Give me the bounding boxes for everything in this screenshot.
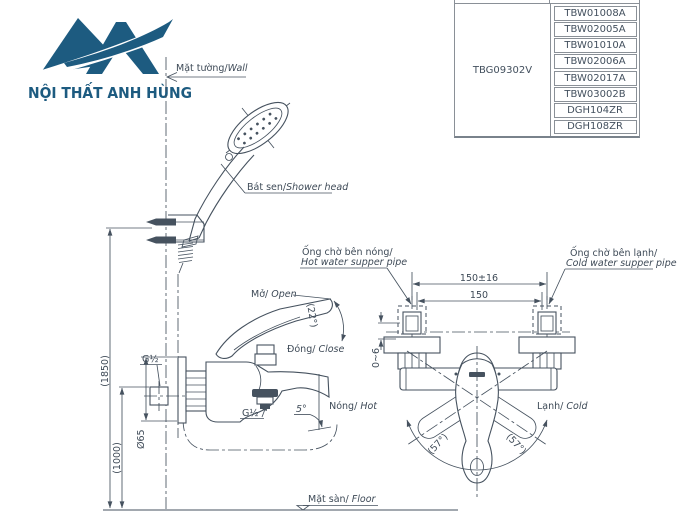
svg-text:Cold water supper pipe: Cold water supper pipe bbox=[566, 258, 677, 269]
spout-angle-5: 5° bbox=[294, 374, 332, 432]
shower-handle bbox=[188, 146, 245, 242]
faucet-side-view bbox=[177, 298, 333, 424]
product-code-cell: TBW02017A bbox=[553, 70, 637, 86]
product-code-cell: TBW02006A bbox=[553, 54, 637, 70]
cold-label: Lạnh/ Cold bbox=[537, 401, 588, 412]
lever-handle-side bbox=[215, 298, 333, 359]
operating-envelope bbox=[182, 417, 338, 451]
anchor-screw bbox=[146, 236, 176, 244]
company-logo: NỘI THẤT ANH HÙNG bbox=[28, 18, 192, 102]
wall-supply-fitting: G½ bbox=[140, 354, 186, 411]
shower-head-group bbox=[188, 101, 291, 242]
hot-supply-pipe bbox=[397, 305, 427, 335]
svg-text:Ống chờ bên nóng/: Ống chờ bên nóng/ bbox=[302, 245, 393, 258]
height-total-label: (1850) bbox=[100, 355, 111, 387]
escutcheon-flange bbox=[177, 356, 187, 424]
faucet-front-view bbox=[383, 336, 576, 497]
swing-left-label: (57°) bbox=[426, 432, 451, 457]
front-view: (57°) (57°) Nóng/ Hot Lạnh/ Cold Ống chờ… bbox=[300, 245, 677, 497]
shower-hose bbox=[177, 235, 199, 438]
svg-text:Bát sen/Shower head: Bát sen/Shower head bbox=[247, 182, 349, 193]
dim-150: 150 bbox=[416, 290, 543, 310]
shower-head-label: Bát sen/Shower head bbox=[220, 163, 349, 194]
span-label: 150 bbox=[470, 290, 488, 301]
svg-text:G½: G½ bbox=[242, 408, 259, 419]
open-label: Mở/ Open bbox=[251, 289, 297, 300]
flange-dia-label: Ø65 bbox=[136, 429, 147, 449]
main-code-cell: TBG09302V bbox=[455, 4, 551, 137]
svg-text:Hot water supper pipe: Hot water supper pipe bbox=[301, 257, 407, 268]
table-partial-row bbox=[454, 0, 640, 3]
cold-supply-pipe bbox=[532, 305, 562, 335]
dim-o65: Ø65 bbox=[136, 356, 177, 449]
cold-pipe-label: Ống chờ bên lạnh/ Cold water supper pipe bbox=[548, 246, 677, 305]
span-tol-label: 150±16 bbox=[460, 273, 498, 284]
svg-text:Ống chờ bên lạnh/: Ống chờ bên lạnh/ bbox=[570, 246, 658, 259]
dim-1850: (1850) bbox=[100, 227, 152, 509]
shower-outlet bbox=[252, 389, 278, 397]
product-code-cell: DGH108ZR bbox=[553, 119, 637, 135]
hot-label: Nóng/ Hot bbox=[329, 401, 378, 412]
height-faucet-label: (1000) bbox=[112, 442, 123, 474]
spray-nozzles bbox=[237, 112, 278, 145]
spout-angle-label: 5° bbox=[296, 404, 307, 415]
wall-connector bbox=[185, 370, 207, 412]
code-list: TBW01008A TBW02005A TBW01010A TBW02006A … bbox=[551, 4, 639, 136]
product-code-cell: TBW02005A bbox=[553, 21, 637, 37]
brand-name: NỘI THẤT ANH HÙNG bbox=[28, 81, 192, 102]
floor-line: Mặt sàn/ Floor bbox=[103, 494, 458, 511]
wall-label-en: Wall bbox=[228, 63, 248, 74]
wall-label: Mặt tường/Wall bbox=[165, 63, 248, 82]
dim-1000: (1000) bbox=[112, 386, 149, 509]
svg-text:Mặt tường/Wall: Mặt tường/Wall bbox=[176, 63, 248, 74]
level-symbol bbox=[295, 505, 311, 511]
open-angle-label: (22°) bbox=[304, 303, 319, 329]
g-half-outlet-label: G½ bbox=[240, 403, 268, 419]
product-code-cell: DGH104ZR bbox=[553, 103, 637, 119]
product-code-cell: TBW01008A bbox=[553, 5, 637, 21]
product-code-cell: TBW01010A bbox=[553, 38, 637, 54]
wall-label-vi: Mặt tường/ bbox=[176, 63, 228, 74]
logo-mark bbox=[32, 18, 173, 79]
wall-gap-label: 0~6 bbox=[371, 348, 382, 368]
wall-bracket bbox=[146, 214, 205, 244]
dim-150-16: 150±16 bbox=[411, 272, 548, 300]
close-label: Đóng/ Close bbox=[287, 344, 344, 355]
product-code-cell: TBW03002B bbox=[553, 87, 637, 102]
hot-pipe-label: Ống chờ bên nóng/ Hot water supper pipe bbox=[300, 245, 412, 305]
diverter-knob bbox=[256, 344, 275, 355]
hang-ring bbox=[225, 153, 233, 161]
floor-label: Mặt sàn/ Floor bbox=[308, 494, 377, 505]
right-escutcheon bbox=[518, 336, 576, 354]
dim-0-6: 0~6 bbox=[371, 312, 400, 368]
side-view: Mặt tường/Wall bbox=[100, 57, 458, 511]
anchor-screw bbox=[146, 218, 176, 226]
open-close-arc-22: Mở/ Open (22°) Đóng/ Close bbox=[251, 289, 347, 355]
g-half-wall-label: G½ bbox=[142, 354, 159, 365]
product-code-table: TBG09302V TBW01008A TBW02005A TBW01010A … bbox=[454, 0, 640, 139]
